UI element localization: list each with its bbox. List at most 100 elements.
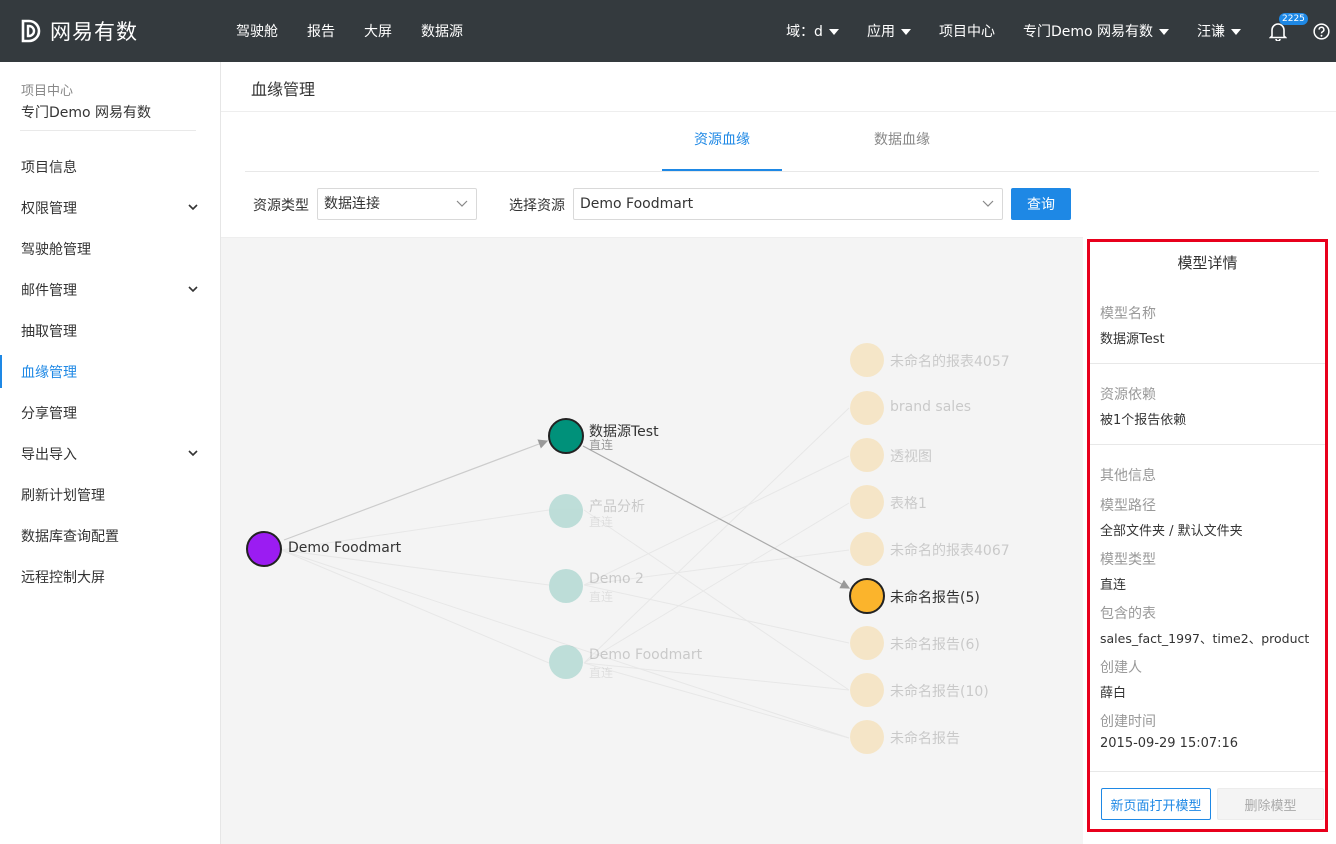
- lineage-tabs: 资源血缘 数据血缘: [245, 112, 1319, 172]
- lineage-graph: Demo Foodmart 数据源Test 直连 产品分析 直连 Demo 2 …: [221, 237, 1083, 844]
- domain-dropdown[interactable]: 域：d: [786, 21, 839, 41]
- resource-select-label: 选择资源: [509, 198, 565, 214]
- tab-data-lineage[interactable]: 数据血缘: [874, 132, 930, 148]
- source-node-label: Demo Foodmart: [288, 540, 402, 556]
- detail-tables-key: 包含的表: [1100, 606, 1156, 622]
- edge-source-to-model: [283, 439, 549, 541]
- sidebar-item-label: 邮件管理: [21, 282, 77, 299]
- notification-button[interactable]: 2225: [1268, 13, 1308, 42]
- chevron-down-icon: [188, 450, 198, 457]
- report-node-label: 透视图: [890, 449, 932, 465]
- sidebar-project-name: 专门Demo 网易有数: [21, 105, 152, 121]
- resource-select[interactable]: Demo Foodmart: [573, 188, 1003, 220]
- report-node-label-highlighted: 未命名报告(5): [890, 590, 980, 606]
- sidebar-item-cockpit[interactable]: 驾驶舱管理: [0, 228, 220, 269]
- sidebar-item-label: 远程控制大屏: [21, 569, 105, 586]
- sidebar-item-share[interactable]: 分享管理: [0, 392, 220, 433]
- report-node[interactable]: [850, 532, 884, 566]
- sidebar-item-label: 分享管理: [21, 405, 77, 422]
- brand-logo[interactable]: 网易有数: [20, 16, 138, 46]
- caret-down-icon: [1159, 28, 1169, 35]
- report-node[interactable]: [850, 720, 884, 754]
- sidebar-item-label: 驾驶舱管理: [21, 241, 91, 258]
- detail-type-key: 模型类型: [1100, 552, 1156, 568]
- caret-down-icon: [1231, 28, 1241, 35]
- project-center-link[interactable]: 项目中心: [939, 21, 995, 41]
- help-icon[interactable]: [1313, 22, 1330, 40]
- report-node-label: 未命名报告: [890, 731, 960, 747]
- report-node[interactable]: [850, 485, 884, 519]
- report-node-label: 未命名报告(10): [890, 684, 989, 700]
- sidebar-item-db-query[interactable]: 数据库查询配置: [0, 515, 220, 556]
- report-node-label: 未命名的报表4067: [890, 543, 1010, 559]
- domain-label: 域：d: [786, 24, 823, 40]
- report-node-highlighted[interactable]: [849, 578, 885, 614]
- model-node[interactable]: [549, 569, 583, 603]
- report-node-label: brand sales: [890, 399, 972, 415]
- report-node-label: 表格1: [890, 496, 927, 512]
- edge-model-to-report: [582, 445, 851, 589]
- report-node[interactable]: [850, 391, 884, 425]
- faded-model-nodes: [549, 494, 583, 679]
- main-nav: 驾驶舱 报告 大屏 数据源: [236, 0, 492, 62]
- header-right: 域：d 应用 项目中心 专门Demo 网易有数 汪谦 2225: [786, 0, 1336, 62]
- lineage-graph-canvas: [246, 343, 885, 754]
- nav-report[interactable]: 报告: [307, 24, 335, 40]
- sidebar-item-label: 权限管理: [21, 200, 77, 217]
- model-detail-panel: 模型详情 模型名称 数据源Test 资源依赖 被1个报告依赖 其他信息 模型路径…: [1087, 239, 1328, 832]
- sidebar-item-permission[interactable]: 权限管理: [0, 187, 220, 228]
- sidebar-item-lineage[interactable]: 血缘管理: [0, 351, 220, 392]
- sidebar-item-label: 刷新计划管理: [21, 487, 105, 504]
- delete-model-button[interactable]: 删除模型: [1217, 788, 1324, 820]
- user-dropdown[interactable]: 汪谦: [1197, 21, 1241, 41]
- detail-type-value: 直连: [1100, 578, 1127, 593]
- source-node[interactable]: [246, 531, 282, 567]
- detail-path-value: 全部文件夹 / 默认文件夹: [1100, 524, 1243, 539]
- model-node-label: Demo 2: [589, 571, 644, 587]
- nav-datasource[interactable]: 数据源: [421, 24, 463, 40]
- project-dropdown[interactable]: 专门Demo 网易有数: [1023, 21, 1169, 41]
- report-node[interactable]: [850, 626, 884, 660]
- open-model-button[interactable]: 新页面打开模型: [1101, 788, 1211, 820]
- report-node[interactable]: [850, 438, 884, 472]
- detail-tables-value: sales_fact_1997、time2、product: [1100, 631, 1310, 646]
- detail-name-value: 数据源Test: [1100, 332, 1165, 347]
- detail-ctime-key: 创建时间: [1100, 714, 1156, 730]
- model-node-label: 数据源Test: [589, 424, 659, 440]
- report-node[interactable]: [850, 343, 884, 377]
- chevron-down-icon: [188, 286, 198, 293]
- top-bar: 网易有数 驾驶舱 报告 大屏 数据源 域：d 应用 项目中心 专门Demo 网易…: [0, 0, 1336, 62]
- tab-resource-lineage[interactable]: 资源血缘: [662, 112, 782, 171]
- project-name: 专门Demo 网易有数: [1022, 24, 1153, 40]
- chevron-down-icon: [188, 204, 198, 211]
- sidebar-item-label: 抽取管理: [21, 323, 77, 340]
- resource-type-select[interactable]: 数据连接: [317, 188, 477, 220]
- brand-name: 网易有数: [50, 20, 138, 44]
- sidebar: 项目中心 专门Demo 网易有数 项目信息 权限管理 驾驶舱管理 邮件管理 抽取…: [0, 62, 221, 844]
- nav-cockpit[interactable]: 驾驶舱: [236, 24, 278, 40]
- sidebar-item-remote-screen[interactable]: 远程控制大屏: [0, 556, 220, 597]
- sidebar-item-extract[interactable]: 抽取管理: [0, 310, 220, 351]
- detail-separator: [1090, 444, 1325, 445]
- nav-screen[interactable]: 大屏: [364, 24, 392, 40]
- user-name: 汪谦: [1197, 24, 1225, 40]
- model-node[interactable]: [549, 645, 583, 679]
- chevron-down-icon: [982, 200, 994, 207]
- report-node[interactable]: [850, 673, 884, 707]
- sidebar-header: 项目中心 专门Demo 网易有数: [21, 80, 151, 122]
- sidebar-item-import-export[interactable]: 导出导入: [0, 433, 220, 474]
- notification-badge: 2225: [1279, 13, 1308, 25]
- report-node-label: 未命名的报表4057: [890, 354, 1010, 370]
- query-button[interactable]: 查询: [1011, 188, 1071, 220]
- model-node[interactable]: [549, 494, 583, 528]
- sidebar-crumb: 项目中心: [21, 84, 74, 99]
- app-dropdown[interactable]: 应用: [867, 21, 911, 41]
- model-node-selected[interactable]: [548, 418, 584, 454]
- sidebar-item-project-info[interactable]: 项目信息: [0, 146, 220, 187]
- sidebar-item-mail[interactable]: 邮件管理: [0, 269, 220, 310]
- sidebar-item-refresh-plan[interactable]: 刷新计划管理: [0, 474, 220, 515]
- detail-ctime-value: 2015-09-29 15:07:16: [1100, 736, 1239, 751]
- detail-dependency-value: 被1个报告依赖: [1100, 413, 1187, 428]
- detail-separator: [1090, 771, 1325, 772]
- title-divider: [221, 111, 1336, 112]
